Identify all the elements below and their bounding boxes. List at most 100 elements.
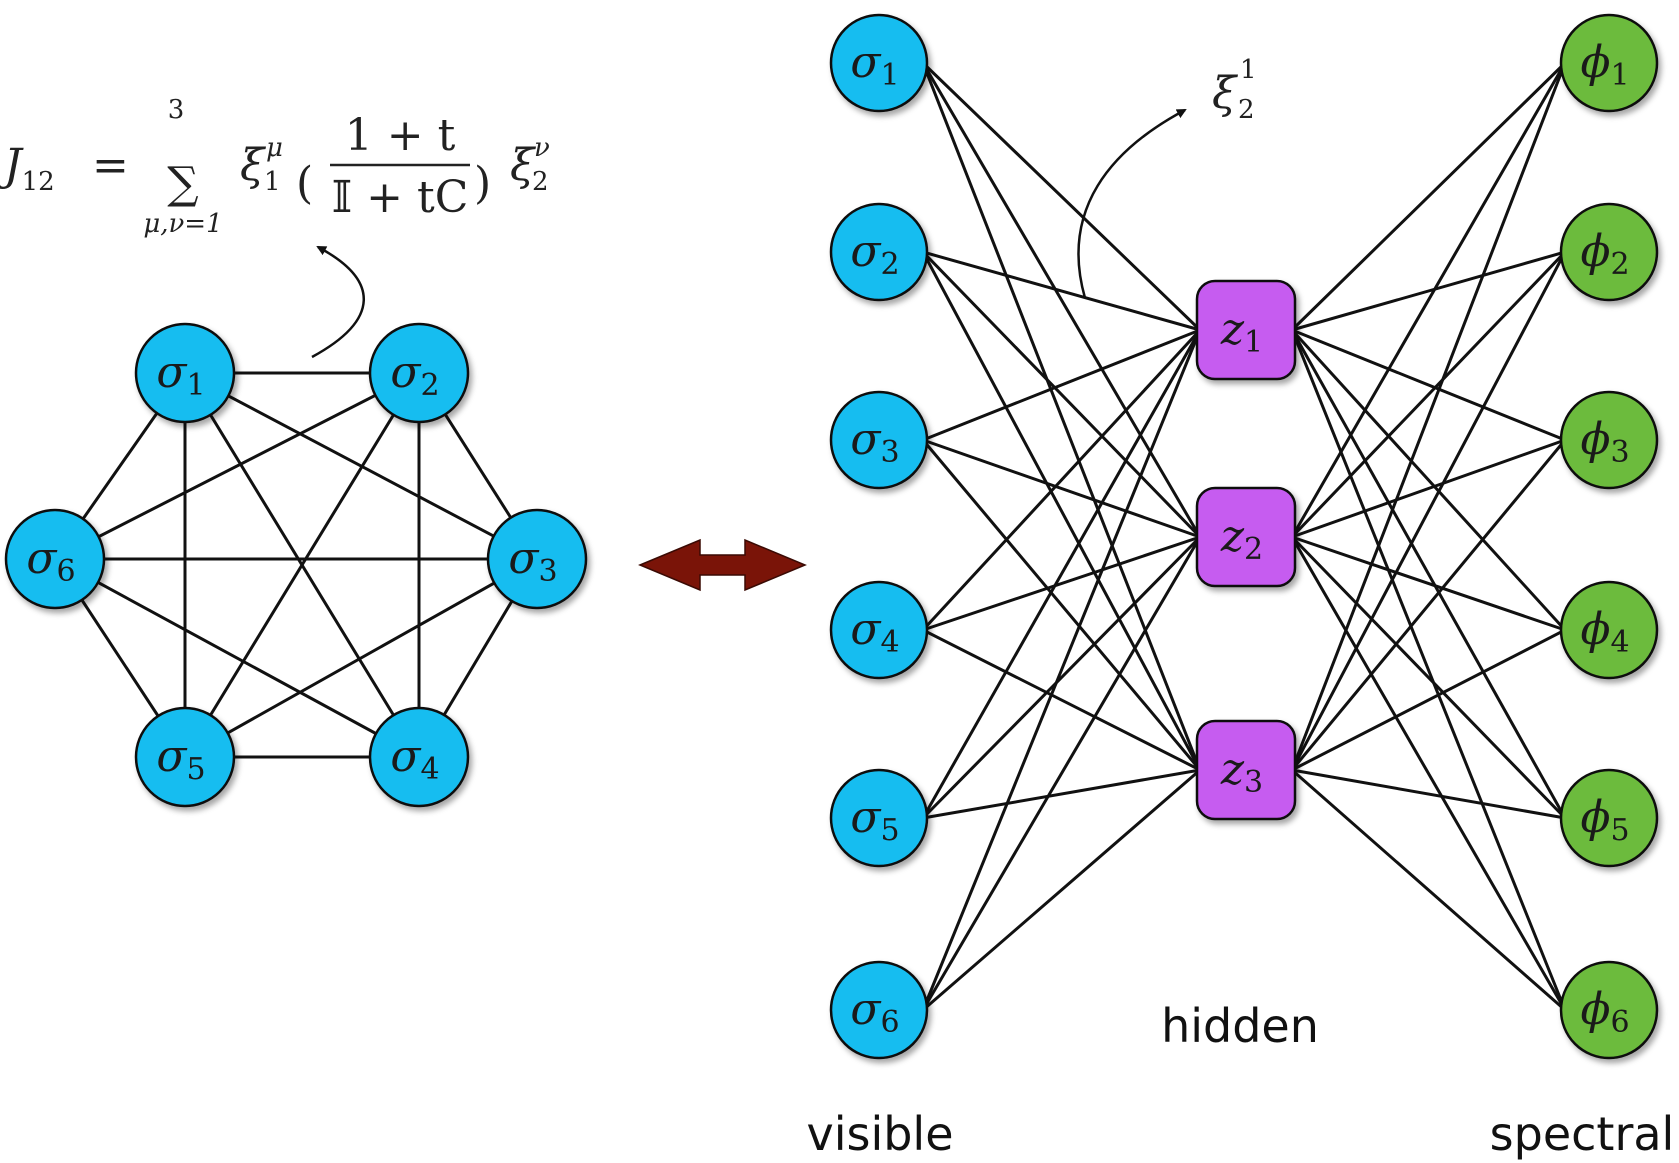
spectral-hidden-edge bbox=[1291, 535, 1566, 632]
visible-sigma-label-2: σ2 bbox=[850, 226, 899, 282]
visible-hidden-edge bbox=[922, 768, 1201, 820]
hidden-z-box-3 bbox=[1195, 719, 1297, 821]
visible-hidden-edge bbox=[921, 329, 1202, 819]
spectral-phi-circle-3 bbox=[1559, 390, 1659, 490]
visible-layer-label: visible bbox=[806, 1107, 953, 1161]
formula-equals: = bbox=[92, 140, 129, 191]
spectral-hidden-edge bbox=[1291, 768, 1566, 1012]
visible-sigma-node-6: σ6 bbox=[829, 960, 929, 1060]
spectral-hidden-edge bbox=[1290, 439, 1567, 771]
spectral-hidden-edge bbox=[1291, 438, 1566, 539]
spectral-hidden-edge bbox=[1290, 250, 1567, 539]
hopfield-sigma-circle-5 bbox=[134, 706, 236, 808]
formula-denominator: 𝕀 + tC bbox=[332, 172, 469, 223]
formula-xi1-sub: 1 bbox=[264, 167, 281, 197]
formula-xi1-sup: μ bbox=[266, 133, 283, 163]
hidden-z-node-2: z2 bbox=[1195, 486, 1297, 588]
visible-hidden-edge bbox=[922, 250, 1201, 332]
formula-lhs-sub: 12 bbox=[22, 167, 55, 197]
visible-sigma-circle-5 bbox=[829, 768, 929, 868]
visible-hidden-edge bbox=[921, 251, 1202, 771]
hopfield-sigma-node-6: σ6 bbox=[4, 508, 106, 610]
hopfield-edge bbox=[184, 557, 538, 759]
hopfield-sigma-node-1: σ1 bbox=[134, 322, 236, 424]
weight-xi-symbol: ξ bbox=[1212, 68, 1239, 119]
formula-close-paren: ) bbox=[474, 158, 491, 209]
visible-sigma-node-1: σ1 bbox=[829, 13, 929, 113]
spectral-phi-node-1: ϕ1 bbox=[1559, 13, 1659, 113]
weight-annotation: ξ 1 2 bbox=[1212, 55, 1257, 125]
hopfield-sigma-node-5: σ5 bbox=[134, 706, 236, 808]
formula-lhs-symbol: J bbox=[0, 140, 24, 191]
spectral-hidden-edge bbox=[1290, 329, 1567, 1011]
spectral-layer-label: spectral bbox=[1490, 1107, 1675, 1161]
rbm-nodes: σ1 σ2 σ3 σ4 σ5 σ6 z1 z2 z3 ϕ1 ϕ2 ϕ3 ϕ4 ϕ5 ϕ6 bbox=[829, 13, 1659, 1060]
formula-sum-upper: 3 bbox=[168, 95, 185, 125]
hopfield-sigma-node-3: σ3 bbox=[486, 508, 588, 610]
formula-pointer-arrow bbox=[311, 245, 365, 359]
spectral-hidden-edge bbox=[1291, 768, 1566, 820]
visible-hidden-edge bbox=[921, 250, 1202, 539]
equivalence-double-arrow bbox=[638, 538, 807, 592]
spectral-phi-node-5: ϕ5 bbox=[1559, 768, 1659, 868]
spectral-phi-label-5: ϕ5 bbox=[1580, 792, 1629, 848]
spectral-hidden-edge bbox=[1290, 61, 1567, 332]
spectral-phi-circle-5 bbox=[1559, 768, 1659, 868]
visible-hidden-edge bbox=[921, 62, 1202, 538]
visible-sigma-circle-4 bbox=[829, 580, 929, 680]
visible-sigma-node-3: σ3 bbox=[829, 390, 929, 490]
visible-hidden-edge bbox=[922, 628, 1201, 772]
visible-sigma-circle-3 bbox=[829, 390, 929, 490]
hopfield-sigma-label-5: σ5 bbox=[156, 731, 205, 787]
visible-sigma-circle-6 bbox=[829, 960, 929, 1060]
visible-hidden-edge bbox=[922, 535, 1201, 632]
hidden-z-label-3: z3 bbox=[1220, 744, 1263, 800]
hopfield-sigma-circle-2 bbox=[368, 322, 470, 424]
hidden-z-node-1: z1 bbox=[1195, 279, 1297, 381]
spectral-hidden-edge bbox=[1290, 328, 1567, 632]
visible-hidden-edge bbox=[921, 439, 1202, 771]
svg-text:ξ: ξ bbox=[240, 140, 267, 191]
spectral-hidden-edge bbox=[1290, 535, 1567, 820]
visible-sigma-node-4: σ4 bbox=[829, 580, 929, 680]
svg-text:J12: J12 bbox=[0, 140, 55, 197]
spectral-phi-node-3: ϕ3 bbox=[1559, 390, 1659, 490]
hopfield-sigma-label-3: σ3 bbox=[508, 533, 557, 589]
spectral-hidden-edge bbox=[1290, 62, 1567, 771]
formula-open-paren: ( bbox=[296, 158, 313, 209]
spectral-hidden-edge bbox=[1291, 328, 1566, 442]
formula-xi2-symbol: ξ bbox=[510, 140, 537, 191]
spectral-hidden-edge bbox=[1290, 536, 1567, 1011]
hopfield-sigma-circle-3 bbox=[486, 508, 588, 610]
hopfield-sigma-label-4: σ4 bbox=[390, 731, 439, 787]
weight-xi-sub: 2 bbox=[1238, 95, 1255, 125]
visible-hidden-edge bbox=[921, 61, 1202, 332]
spectral-hidden-edge bbox=[1290, 329, 1567, 819]
visible-sigma-label-5: σ5 bbox=[850, 792, 899, 848]
spectral-phi-node-6: ϕ6 bbox=[1559, 960, 1659, 1060]
coupling-formula: J12 = 3 ∑ μ,ν=1 ξ μ 1 ( 1 + t 𝕀 + tC ) ξ… bbox=[0, 95, 550, 239]
spectral-phi-label-2: ϕ2 bbox=[1580, 226, 1629, 282]
spectral-hidden-edge bbox=[1291, 250, 1566, 332]
spectral-phi-label-4: ϕ4 bbox=[1580, 604, 1629, 660]
spectral-phi-label-1: ϕ1 bbox=[1580, 37, 1629, 93]
visible-hidden-edge bbox=[921, 328, 1202, 632]
visible-sigma-node-5: σ5 bbox=[829, 768, 929, 868]
hopfield-sigma-node-2: σ2 bbox=[368, 322, 470, 424]
rbm-edges bbox=[921, 61, 1567, 1012]
weight-pointer-arrow bbox=[1077, 108, 1187, 299]
hopfield-edge bbox=[183, 372, 421, 758]
hopfield-edge bbox=[54, 371, 420, 561]
visible-hidden-edge bbox=[921, 329, 1202, 1011]
spectral-phi-circle-1 bbox=[1559, 13, 1659, 113]
hopfield-sigma-circle-6 bbox=[4, 508, 106, 610]
hidden-z-box-1 bbox=[1195, 279, 1297, 381]
formula-xi1-symbol: ξ bbox=[240, 140, 267, 191]
visible-sigma-label-6: σ6 bbox=[850, 984, 899, 1040]
visible-hidden-edge bbox=[921, 62, 1202, 771]
spectral-hidden-edge bbox=[1290, 62, 1567, 538]
visible-hidden-edge bbox=[921, 535, 1202, 820]
visible-hidden-edge bbox=[922, 768, 1201, 1012]
formula-xi2-sub: 2 bbox=[532, 167, 549, 197]
